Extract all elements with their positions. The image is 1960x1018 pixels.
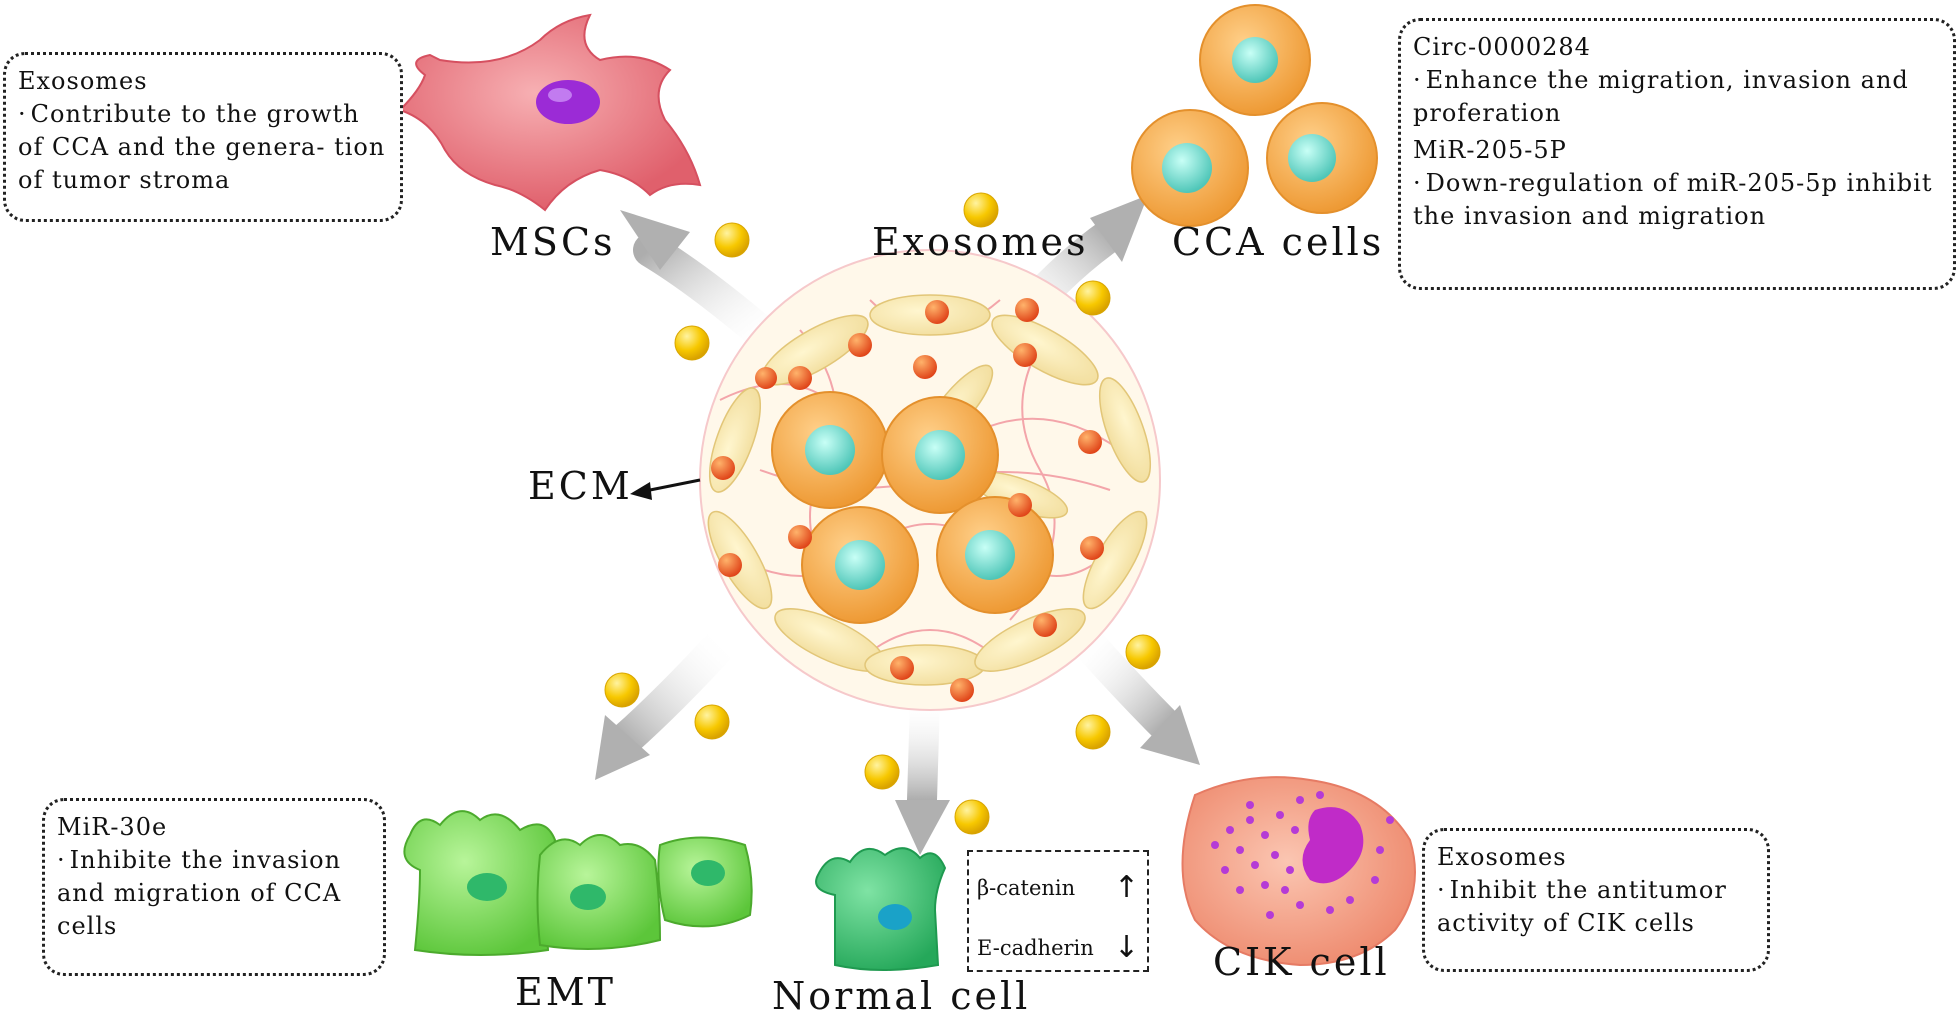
label-ecm: ECM bbox=[528, 464, 633, 508]
label-exosomes: Exosomes bbox=[872, 220, 1089, 264]
e-cadherin-label: E-cadherin bbox=[977, 936, 1094, 960]
label-cik-cell: CIK cell bbox=[1213, 940, 1390, 984]
emt-info-box: MiR-30e Inhibite the invasion and migrat… bbox=[42, 798, 386, 976]
arrow-to-emt bbox=[595, 623, 742, 780]
cca-box-heading-mir: MiR-205-5P bbox=[1413, 136, 1567, 164]
mscs-box-heading: Exosomes bbox=[18, 67, 148, 95]
cik-box-bullet: Inhibit the antitumor activity of CIK ce… bbox=[1437, 874, 1755, 940]
up-arrow-icon: ↑ bbox=[1113, 870, 1139, 905]
cik-box-heading: Exosomes bbox=[1437, 843, 1567, 871]
emt-cells bbox=[403, 810, 753, 956]
arrow-to-mscs bbox=[620, 210, 787, 357]
exosome-particles bbox=[604, 192, 1161, 835]
cik-cell bbox=[1181, 776, 1416, 967]
label-normal-cell: Normal cell bbox=[772, 974, 1031, 1018]
tumor-microenvironment bbox=[699, 249, 1161, 711]
label-emt: EMT bbox=[515, 970, 616, 1014]
emt-box-heading: MiR-30e bbox=[57, 813, 168, 841]
arrow-to-normal-cell bbox=[895, 685, 950, 855]
cca-box-bullet-mir: Down-regulation of miR-205-5p inhibit th… bbox=[1413, 167, 1941, 233]
arrow-to-cik-cell bbox=[1068, 623, 1200, 765]
beta-catenin-label: β-catenin bbox=[977, 876, 1076, 900]
mscs-info-box: Exosomes Contribute to the growth of CCA… bbox=[3, 52, 403, 222]
cik-info-box: Exosomes Inhibit the antitumor activity … bbox=[1422, 828, 1770, 972]
markers-box: β-catenin ↑ E-cadherin ↓ bbox=[967, 850, 1149, 972]
down-arrow-icon: ↓ bbox=[1113, 930, 1139, 965]
cca-box-heading-circ: Circ-0000284 bbox=[1413, 33, 1591, 61]
cca-box-bullet-circ: Enhance the migration, invasion and prof… bbox=[1413, 64, 1941, 130]
label-mscs: MSCs bbox=[490, 220, 616, 264]
cca-cells-cluster bbox=[1131, 4, 1378, 227]
ecm-pointer-arrow bbox=[630, 478, 701, 500]
emt-box-bullet: Inhibite the invasion and migration of C… bbox=[57, 844, 371, 943]
e-cadherin-row: E-cadherin ↓ bbox=[977, 918, 1139, 978]
beta-catenin-row: β-catenin ↑ bbox=[977, 858, 1139, 918]
msc-cell bbox=[398, 13, 702, 212]
mscs-box-bullet: Contribute to the growth of CCA and the … bbox=[18, 98, 388, 197]
normal-cell bbox=[815, 847, 947, 971]
cca-info-box: Circ-0000284 Enhance the migration, inva… bbox=[1398, 18, 1956, 290]
label-cca-cells: CCA cells bbox=[1172, 220, 1385, 264]
